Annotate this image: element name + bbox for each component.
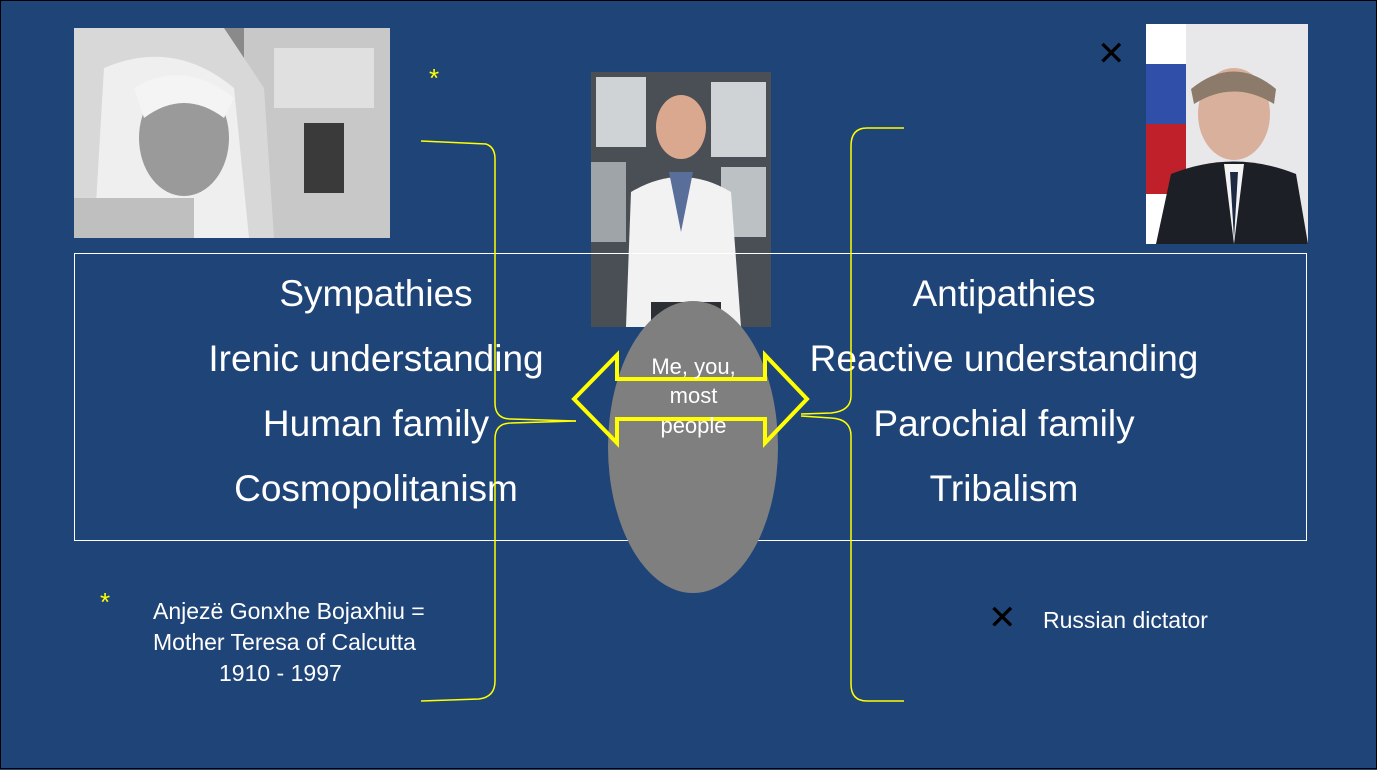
center-ellipse [608, 301, 778, 593]
cross-marker-caption: ✕ [988, 599, 1017, 637]
russian-dictator-photo [1146, 24, 1308, 244]
left-word-cosmopolitanism: Cosmopolitanism [234, 468, 518, 509]
center-line-3: people [660, 412, 727, 438]
center-label: Me, you, most people [621, 352, 766, 440]
russian-dictator-caption: Russian dictator [1043, 607, 1208, 633]
caption-line-1: Anjezë Gonxhe Bojaxhiu = [153, 598, 425, 624]
right-word-tribalism: Tribalism [929, 468, 1079, 509]
cross-marker-top: ✕ [1097, 35, 1126, 73]
caption-line-3: 1910 - 1997 [219, 660, 342, 687]
caption-line-2: Mother Teresa of Calcutta [153, 629, 416, 656]
right-word-reactive: Reactive understanding [809, 338, 1199, 379]
left-word-human-family: Human family [262, 403, 490, 444]
mother-teresa-caption: Anjezë Gonxhe Bojaxhiu = Mother Teresa o… [153, 596, 425, 689]
left-word-irenic: Irenic understanding [208, 338, 544, 379]
left-word-sympathies: Sympathies [279, 273, 473, 314]
star-marker-caption: * [100, 587, 111, 617]
center-person-photo [591, 72, 771, 327]
right-word-antipathies: Antipathies [912, 273, 1096, 314]
mother-teresa-photo [74, 28, 390, 238]
center-line-2: most [669, 383, 718, 409]
right-word-parochial: Parochial family [873, 403, 1135, 444]
star-marker-top: * [429, 63, 440, 93]
center-line-1: Me, you, [651, 354, 736, 379]
